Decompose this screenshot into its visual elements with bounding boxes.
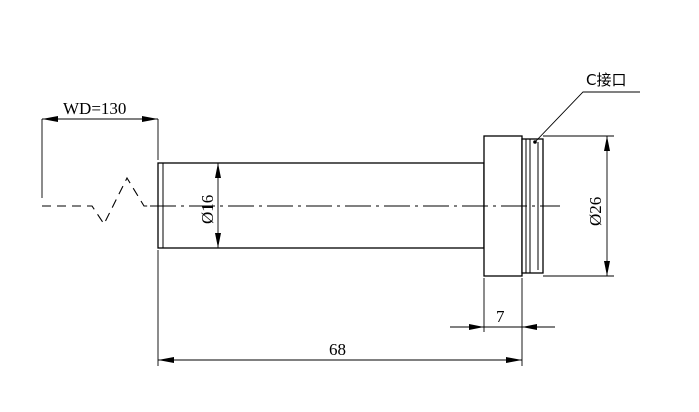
shaft-arrow-bottom bbox=[215, 233, 221, 248]
object-break-line bbox=[42, 176, 158, 226]
c-mount-label: C接口 bbox=[586, 71, 626, 89]
flange-diameter-label: Ø26 bbox=[586, 197, 605, 226]
flange-width-dimension: 7 bbox=[450, 278, 555, 332]
c-mount-callout: C接口 bbox=[533, 71, 640, 144]
length-arrow-left bbox=[158, 357, 174, 363]
wd-label: WD=130 bbox=[63, 99, 126, 118]
flange-arrow-top bbox=[604, 136, 610, 151]
wd-arrow-right bbox=[142, 116, 158, 122]
flange-width-label: 7 bbox=[496, 307, 505, 326]
lens-shaft bbox=[157, 162, 485, 249]
total-length-dimension: 68 bbox=[157, 250, 523, 366]
flange-width-arrow-right bbox=[522, 324, 537, 330]
shaft-arrow-top bbox=[215, 163, 221, 178]
c-mount-leader-line bbox=[534, 91, 640, 143]
break-zigzag bbox=[42, 176, 158, 226]
length-arrow-right bbox=[506, 357, 522, 363]
working-distance-dimension: WD=130 bbox=[41, 99, 159, 198]
shaft-diameter-dimension: Ø16 bbox=[198, 163, 221, 248]
lens-body bbox=[157, 135, 544, 277]
shaft-diameter-label: Ø16 bbox=[198, 195, 217, 224]
flange-diameter-dimension: Ø26 bbox=[543, 135, 614, 277]
flange-arrow-bottom bbox=[604, 261, 610, 276]
flange-width-arrow-left bbox=[469, 324, 484, 330]
leader-dot bbox=[533, 140, 537, 144]
total-length-label: 68 bbox=[329, 340, 346, 359]
wd-arrow-left bbox=[42, 116, 58, 122]
